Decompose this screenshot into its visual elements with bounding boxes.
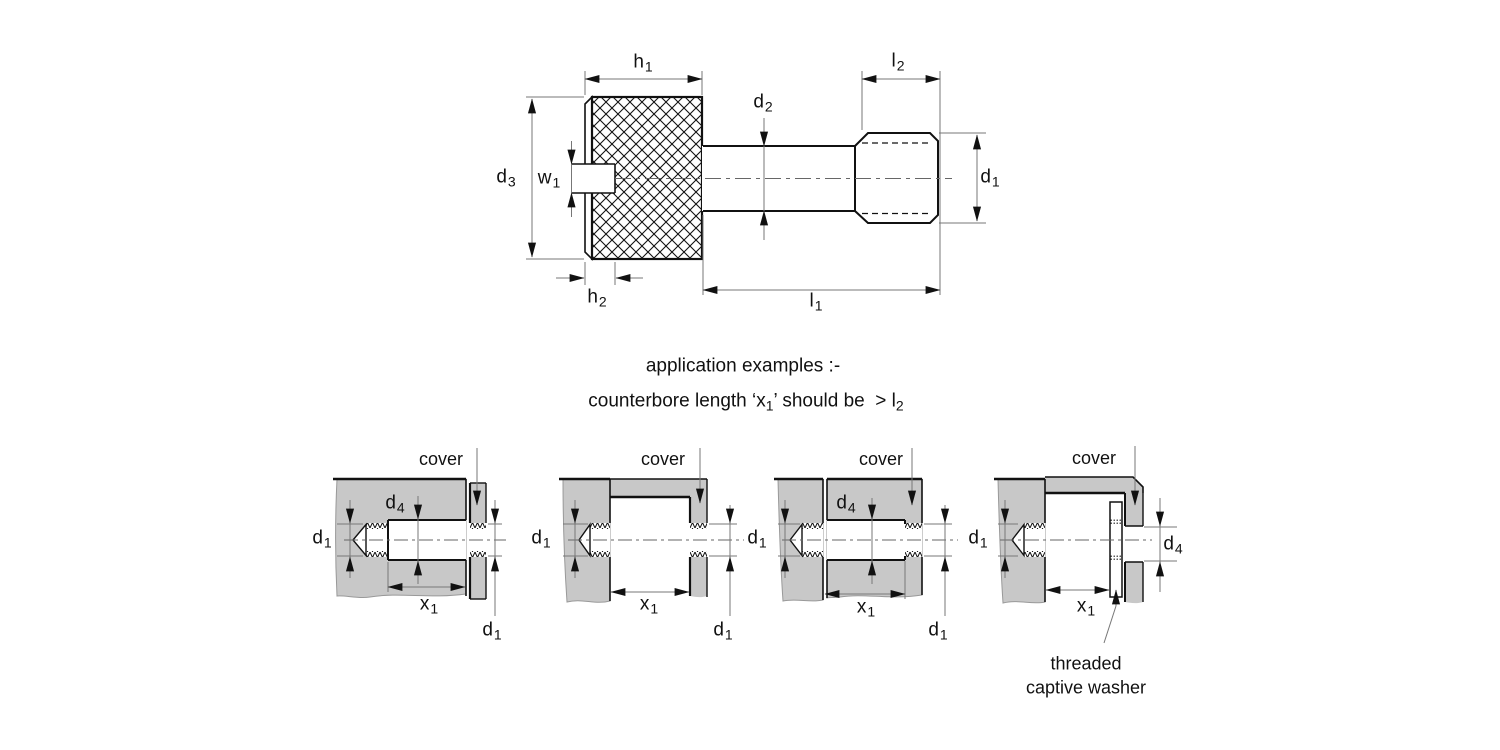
dim-label-d1-ex2-left: d1 (531, 527, 551, 551)
dim-label-x1-ex1: x1 (419, 593, 439, 617)
dim-label-x1-ex3: x1 (856, 596, 876, 620)
cover-leg (690, 557, 707, 598)
cover-leg (1125, 562, 1143, 604)
cover-label-2: cover (640, 449, 686, 469)
drill-point (352, 522, 367, 558)
example-2-dimensions (563, 448, 737, 616)
application-example-2 (559, 448, 744, 616)
dim-label-x1-ex4: x1 (1076, 595, 1096, 619)
cover-label-1: cover (418, 449, 464, 469)
dim-label-d2: d2 (753, 91, 773, 115)
dim-label-d1-ex1-cover: d1 (482, 619, 502, 643)
dim-label-d1-ex1-left: d1 (312, 527, 332, 551)
application-example-1 (333, 448, 506, 616)
dim-label-d1-ex3-cover: d1 (928, 619, 948, 643)
dim-label-h1: h1 (633, 51, 653, 75)
dim-label-l2: l2 (891, 50, 905, 74)
example-1-dimensions (337, 448, 502, 616)
thumb-screw-drawing (526, 71, 986, 295)
dim-label-d1-ex4-left: d1 (968, 527, 988, 551)
dim-label-x1-ex2: x1 (639, 593, 659, 617)
application-example-4 (994, 446, 1177, 644)
dim-label-d1-top: d1 (980, 166, 1000, 190)
example-4-dimensions (998, 446, 1177, 644)
caption-counterbore-note: counterbore length ‘x1’ should be > l2 (588, 390, 904, 414)
top-dimensions (526, 71, 986, 295)
drill-point (578, 522, 591, 558)
dim-label-w1: w1 (537, 167, 561, 191)
dim-label-l1: l1 (809, 290, 823, 314)
threaded-captive-washer (1109, 501, 1123, 598)
cover-top (610, 479, 707, 497)
caption-application-examples: application examples :- (645, 355, 841, 377)
head-slot (571, 164, 615, 193)
dim-label-d4-ex4: d4 (1163, 533, 1183, 557)
cover-label-4: cover (1071, 448, 1117, 468)
dim-label-d3: d3 (496, 166, 516, 190)
dim-label-d4-ex3: d4 (836, 492, 856, 516)
example-3-dimensions (778, 448, 952, 616)
cover-top (1045, 477, 1143, 493)
cover-label-3: cover (858, 449, 904, 469)
dim-label-h2: h2 (587, 286, 607, 310)
dim-label-d1-ex2-cover: d1 (713, 619, 733, 643)
dim-label-d4-ex1: d4 (385, 492, 405, 516)
dim-label-d1-ex3-left: d1 (747, 527, 767, 551)
thread-root-dashed-lines (862, 142, 931, 215)
application-example-3 (774, 448, 958, 616)
